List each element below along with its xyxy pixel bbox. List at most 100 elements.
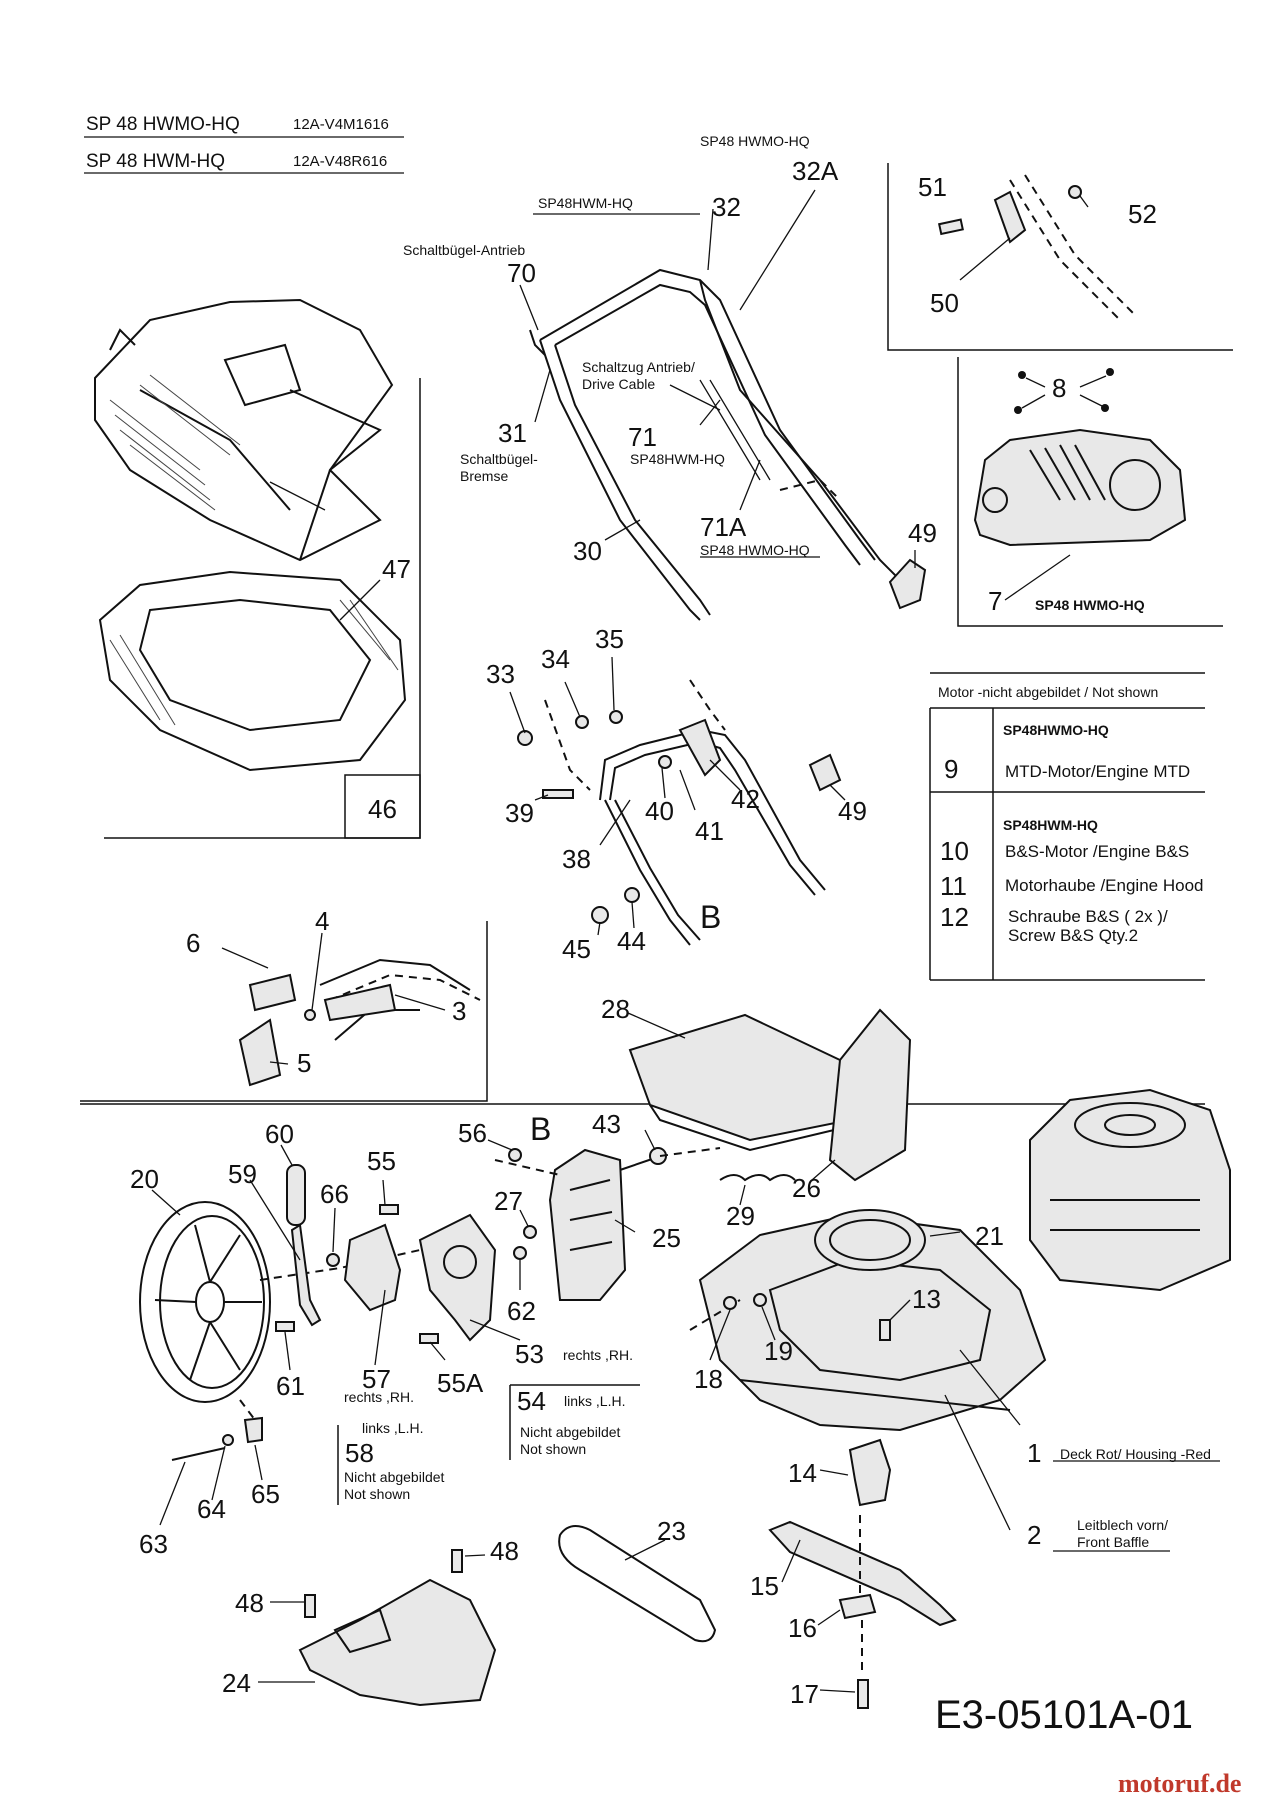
part-label-47: 47 bbox=[382, 554, 411, 584]
note-leitblech-2: Front Baffle bbox=[1077, 1534, 1149, 1550]
part-label-35: 35 bbox=[595, 624, 624, 654]
part-label-7: 7 bbox=[988, 586, 1002, 616]
part-label-50: 50 bbox=[930, 288, 959, 318]
gear-bracket-group bbox=[343, 1179, 527, 1366]
part-label-45: 45 bbox=[562, 934, 591, 964]
part-label-60: 60 bbox=[265, 1119, 294, 1149]
part-label-20: 20 bbox=[130, 1164, 159, 1194]
part-label-30: 30 bbox=[573, 536, 602, 566]
part-label-66: 66 bbox=[320, 1179, 349, 1209]
part-label-16: 16 bbox=[788, 1613, 817, 1643]
part-label-59: 59 bbox=[228, 1159, 257, 1189]
motor-table-model-1: SP48HWMO-HQ bbox=[1003, 722, 1109, 738]
part-label-40: 40 bbox=[645, 796, 674, 826]
model-1-code: 12A-V4M1616 bbox=[293, 116, 389, 133]
part-label-24: 24 bbox=[222, 1668, 251, 1698]
motor-table-num-12: 12 bbox=[940, 902, 969, 932]
part-label-58: 58 bbox=[345, 1438, 374, 1468]
gearbox-group bbox=[487, 1129, 721, 1301]
part-label-32a: 32A bbox=[792, 156, 839, 186]
motor-table-desc-11: Motorhaube /Engine Hood bbox=[1005, 876, 1203, 895]
rear-cover-group bbox=[258, 1549, 497, 1707]
part-label-53: 53 bbox=[515, 1339, 544, 1369]
engine-illustration bbox=[1029, 1088, 1231, 1292]
part-label-41: 41 bbox=[695, 816, 724, 846]
part-label-28: 28 bbox=[601, 994, 630, 1024]
note-links-54: links ,L.H. bbox=[564, 1393, 625, 1409]
engine-hood-group bbox=[957, 357, 1223, 627]
part-number-labels: 1 2 3 4 5 6 7 8 13 14 15 16 17 18 19 20 … bbox=[130, 156, 1157, 1709]
part-label-4: 4 bbox=[315, 906, 329, 936]
ref-letter-b-gear: B bbox=[530, 1111, 551, 1147]
part-label-55a: 55A bbox=[437, 1368, 484, 1398]
part-label-63: 63 bbox=[139, 1529, 168, 1559]
part-label-15: 15 bbox=[750, 1571, 779, 1601]
motor-table-desc-10: B&S-Motor /Engine B&S bbox=[1005, 842, 1189, 861]
model-2-code: 12A-V48R616 bbox=[293, 153, 387, 170]
part-label-65: 65 bbox=[251, 1479, 280, 1509]
text-notes: Schaltbügel-Antrieb Schaltzug Antrieb/ D… bbox=[344, 242, 1211, 1550]
part-label-5: 5 bbox=[297, 1048, 311, 1078]
note-schaltzug-2: Drive Cable bbox=[582, 376, 655, 392]
part-label-17: 17 bbox=[790, 1679, 819, 1709]
part-label-18: 18 bbox=[694, 1364, 723, 1394]
part-label-33: 33 bbox=[486, 659, 515, 689]
part-label-46: 46 bbox=[368, 794, 397, 824]
note-leitblech-1: Leitblech vorn/ bbox=[1077, 1517, 1168, 1533]
part-label-48a: 48 bbox=[235, 1588, 264, 1618]
variant-label-71a: SP48 HWMO-HQ bbox=[700, 542, 810, 558]
part-label-1: 1 bbox=[1027, 1438, 1041, 1468]
note-boxes bbox=[337, 1384, 640, 1505]
variant-label-71: SP48HWM-HQ bbox=[630, 451, 725, 467]
axle-parts-group bbox=[159, 1144, 340, 1526]
note-nicht-abgebildet-54: Nicht abgebildet bbox=[520, 1424, 621, 1440]
part-label-14: 14 bbox=[788, 1458, 817, 1488]
motor-table-num-11: 11 bbox=[940, 871, 967, 901]
note-nicht-abgebildet-58: Nicht abgebildet bbox=[344, 1469, 445, 1485]
part-label-51: 51 bbox=[918, 172, 947, 202]
drawing-number: E3-05101A-01 bbox=[935, 1693, 1193, 1737]
part-label-13: 13 bbox=[912, 1284, 941, 1314]
note-rechts-57: rechts ,RH. bbox=[344, 1389, 414, 1405]
part-label-27: 27 bbox=[494, 1186, 523, 1216]
note-rechts-53: rechts ,RH. bbox=[563, 1347, 633, 1363]
variant-label-hood: SP48 HWMO-HQ bbox=[1035, 597, 1145, 613]
note-not-shown-54: Not shown bbox=[520, 1441, 586, 1457]
upper-handle-group bbox=[519, 189, 927, 621]
part-label-2: 2 bbox=[1027, 1520, 1041, 1550]
part-label-57: 57 bbox=[362, 1364, 391, 1394]
motor-table-desc-12b: Screw B&S Qty.2 bbox=[1008, 926, 1138, 945]
motor-table-desc-12: Schraube B&S ( 2x )/ bbox=[1008, 907, 1168, 926]
part-label-6: 6 bbox=[186, 928, 200, 958]
part-label-43: 43 bbox=[592, 1109, 621, 1139]
blade-group bbox=[768, 1438, 957, 1709]
part-label-23: 23 bbox=[657, 1516, 686, 1546]
part-label-26: 26 bbox=[792, 1173, 821, 1203]
part-label-32: 32 bbox=[712, 192, 741, 222]
part-label-31: 31 bbox=[498, 418, 527, 448]
motor-table: Motor -nicht abgebildet / Not shown SP48… bbox=[929, 672, 1205, 981]
note-schaltbuegel-antrieb: Schaltbügel-Antrieb bbox=[403, 242, 525, 258]
part-label-3: 3 bbox=[452, 996, 466, 1026]
note-schaltzug-1: Schaltzug Antrieb/ bbox=[582, 359, 695, 375]
part-label-49-lower: 49 bbox=[838, 796, 867, 826]
variant-labels: SP48 HWMO-HQ SP48HWM-HQ SP48HWM-HQ SP48 … bbox=[538, 133, 1145, 613]
model-header: SP 48 HWMO-HQ 12A-V4M1616 SP 48 HWM-HQ 1… bbox=[84, 114, 404, 174]
part-label-48b: 48 bbox=[490, 1536, 519, 1566]
belt-group bbox=[558, 1525, 717, 1643]
part-label-8: 8 bbox=[1052, 373, 1066, 403]
watermark-logo: motoruf.de bbox=[1118, 1769, 1241, 1798]
part-label-49-upper: 49 bbox=[908, 518, 937, 548]
cable-detail-group bbox=[887, 163, 1233, 351]
model-1-name: SP 48 HWMO-HQ bbox=[86, 114, 240, 135]
variant-label-32: SP48HWM-HQ bbox=[538, 195, 633, 211]
part-label-39: 39 bbox=[505, 798, 534, 828]
deck-group bbox=[689, 1209, 1220, 1552]
belt-cover-group bbox=[627, 1008, 912, 1206]
grass-bag-group bbox=[94, 298, 421, 839]
part-label-56: 56 bbox=[458, 1118, 487, 1148]
motor-table-title: Motor -nicht abgebildet / Not shown bbox=[938, 684, 1158, 700]
motor-table-num-10: 10 bbox=[940, 836, 969, 866]
note-links-58: links ,L.H. bbox=[362, 1420, 423, 1436]
part-label-62: 62 bbox=[507, 1296, 536, 1326]
